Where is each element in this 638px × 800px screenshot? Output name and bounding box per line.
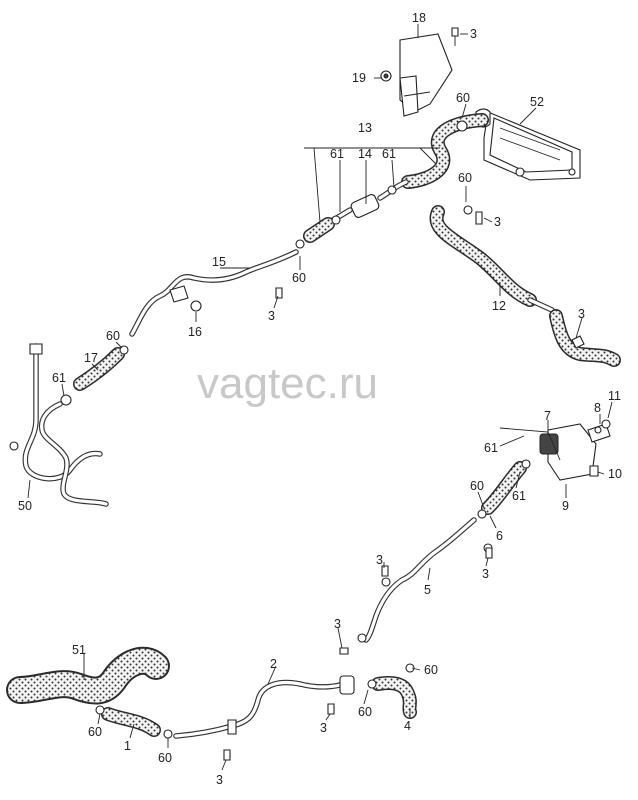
- callout-60: 60: [470, 479, 484, 493]
- callout-2: 2: [270, 657, 277, 671]
- callout-60: 60: [292, 271, 306, 285]
- callout-3: 3: [482, 567, 489, 581]
- callout-60: 60: [424, 663, 438, 677]
- callout-52: 52: [530, 95, 544, 109]
- upper-hose-assembly: [295, 113, 489, 249]
- oil-cooler-part: [475, 108, 581, 181]
- callout-60: 60: [458, 171, 472, 185]
- callout-7: 7: [544, 409, 551, 423]
- tube-50-part: [9, 343, 109, 507]
- callout-14: 14: [358, 147, 372, 161]
- callout-11: 11: [608, 389, 621, 403]
- callout-18: 18: [412, 11, 426, 25]
- callout-61: 61: [484, 441, 498, 455]
- callout-61: 61: [382, 147, 396, 161]
- hose-51-part: [6, 646, 170, 705]
- callout-3: 3: [470, 27, 477, 41]
- bracket-part: [380, 27, 459, 117]
- callout-3: 3: [376, 553, 383, 567]
- callout-3: 3: [334, 617, 341, 631]
- watermark-text: vagtec.ru: [197, 359, 378, 408]
- callout-16: 16: [188, 325, 202, 339]
- hose-6-part: [477, 459, 531, 519]
- callout-3: 3: [268, 309, 275, 323]
- callout-1: 1: [124, 739, 131, 753]
- callout-8: 8: [594, 401, 601, 415]
- hose-4-part: [367, 663, 417, 719]
- callout-61: 61: [52, 371, 66, 385]
- callout-60: 60: [88, 725, 102, 739]
- callout-60: 60: [106, 329, 120, 343]
- callout-9: 9: [562, 499, 569, 513]
- callout-61: 61: [512, 489, 526, 503]
- callout-17: 17: [84, 351, 98, 365]
- callout-3: 3: [494, 215, 501, 229]
- hose-12-part: [429, 205, 621, 367]
- callout-60: 60: [158, 751, 172, 765]
- tube-15-part: [129, 249, 299, 337]
- callout-60: 60: [358, 705, 372, 719]
- callout-51: 51: [72, 643, 86, 657]
- callout-13: 13: [358, 121, 372, 135]
- callout-12: 12: [492, 299, 506, 313]
- callout-5: 5: [424, 583, 431, 597]
- callout-labels: 18 3 19 52 60 13 61 14 61 60 3 15 60 3 1…: [18, 11, 622, 787]
- callout-3: 3: [320, 721, 327, 735]
- bolts-part: [223, 211, 585, 761]
- callout-4: 4: [404, 719, 411, 733]
- hose-1-part: [95, 705, 173, 739]
- callout-6: 6: [496, 529, 503, 543]
- callout-15: 15: [212, 255, 226, 269]
- callout-3: 3: [216, 773, 223, 787]
- hose-17-part: [60, 345, 129, 406]
- tube-2-part: [173, 675, 355, 739]
- callout-50: 50: [18, 499, 32, 513]
- callout-10: 10: [608, 467, 622, 481]
- tube-5-part: [357, 517, 493, 643]
- callout-60: 60: [456, 91, 470, 105]
- callout-19: 19: [352, 71, 366, 85]
- callout-61: 61: [330, 147, 344, 161]
- callout-3: 3: [578, 307, 585, 321]
- leader-lines: [27, 24, 613, 771]
- valve-assembly-part: [539, 419, 611, 481]
